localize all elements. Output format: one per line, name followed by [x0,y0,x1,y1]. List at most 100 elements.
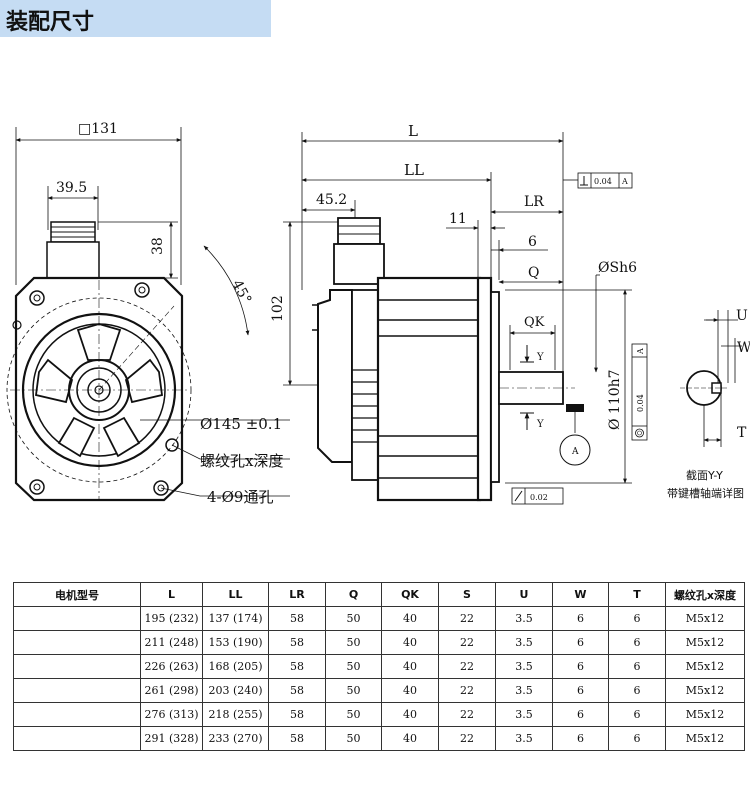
table-cell: 40 [381,630,439,655]
table-cell [13,726,141,751]
pilot-diameter-label: Ø145 ±0.1 [200,415,282,433]
table-cell: 3.5 [495,702,553,727]
table-cell [13,606,141,631]
length-L-label: L [408,122,418,140]
spigot-diameter-label: Ø 110h7 [607,369,623,430]
assembly-drawing: □131 39.5 38 45° Ø145 ±0.1 螺纹孔x深度 4-Ø9通孔 [6,121,750,506]
table-cell: M5x12 [665,726,745,751]
side-view [283,132,648,505]
table-cell: 291 (328) [140,726,203,751]
table-cell: 40 [381,702,439,727]
table-cell: 58 [268,678,326,703]
table-header-cell: L [140,582,203,607]
table-cell [13,678,141,703]
length-LL-label: LL [404,161,424,179]
table-cell: 6 [608,630,666,655]
section-caption: 截面Y-Y [686,468,723,482]
table-cell: M5x12 [665,702,745,727]
through-holes-label: 4-Ø9通孔 [207,488,273,506]
section-T-label: T [737,425,747,441]
table-cell: 233 (270) [202,726,269,751]
table-cell: 40 [381,654,439,679]
dim-6-label: 6 [528,234,537,250]
section-caption-detail: 带键槽轴端详图 [667,486,744,500]
height-label: 102 [270,295,286,322]
table-cell [13,702,141,727]
connector-height-label: 38 [150,237,166,255]
table-header-cell: LL [202,582,269,607]
table-cell: 58 [268,606,326,631]
thread-hole-label: 螺纹孔x深度 [200,452,283,470]
section-mark-top: Y [536,352,544,363]
table-cell: 211 (248) [140,630,203,655]
table-cell: 261 (298) [140,678,203,703]
flatness-value: 0.02 [530,493,548,502]
table-cell: 137 (174) [202,606,269,631]
table-cell: 3.5 [495,726,553,751]
table-cell: 40 [381,678,439,703]
table-cell: 6 [608,702,666,727]
table-cell: 50 [325,630,382,655]
table-cell: 6 [608,654,666,679]
table-cell: 22 [438,678,496,703]
table-cell: 168 (205) [202,654,269,679]
table-cell: 6 [552,702,609,727]
angle-label: 45° [228,277,254,306]
table-cell: M5x12 [665,630,745,655]
datum-A-label: A [571,447,579,457]
table-cell: M5x12 [665,654,745,679]
table-header-cell: Q [325,582,382,607]
table-cell: 50 [325,726,382,751]
table-cell: 58 [268,630,326,655]
connector-offset-label: 39.5 [56,180,87,196]
table-header-cell: T [608,582,666,607]
table-cell: 195 (232) [140,606,203,631]
section-W-label: W [737,340,750,356]
table-header-cell: W [552,582,609,607]
table-cell: M5x12 [665,678,745,703]
table-cell: M5x12 [665,606,745,631]
table-cell: 6 [608,726,666,751]
datum-ref-top: A [621,177,628,186]
perpendicularity-value: 0.04 [594,177,612,186]
section-view [680,310,742,447]
table-cell: 3.5 [495,606,553,631]
table-header-cell: S [438,582,496,607]
table-cell: 22 [438,606,496,631]
table-cell: 6 [552,654,609,679]
table-cell: 153 (190) [202,630,269,655]
length-LR-label: LR [524,194,544,210]
table-cell: 276 (313) [140,702,203,727]
section-U-label: U [736,308,748,324]
table-cell: 40 [381,606,439,631]
table-cell: 6 [608,606,666,631]
table-cell: 203 (240) [202,678,269,703]
table-cell: 58 [268,702,326,727]
table-cell: 50 [325,606,382,631]
front-view [6,127,290,502]
table-cell: 40 [381,726,439,751]
square-size-label: □131 [78,121,118,137]
table-cell: 3.5 [495,654,553,679]
concentricity-value: 0.04 [636,394,645,412]
table-cell: 50 [325,678,382,703]
table-cell: 3.5 [495,630,553,655]
offset-label: 45.2 [316,192,347,208]
table-header-cell: 电机型号 [13,582,141,607]
table-cell [13,630,141,655]
table-cell: 22 [438,702,496,727]
table-cell: 22 [438,654,496,679]
table-cell: 6 [552,630,609,655]
length-Q-label: Q [528,265,539,281]
table-cell: 6 [552,726,609,751]
table-cell: 218 (255) [202,702,269,727]
table-header-cell: QK [381,582,439,607]
dim-11-label: 11 [449,211,467,227]
